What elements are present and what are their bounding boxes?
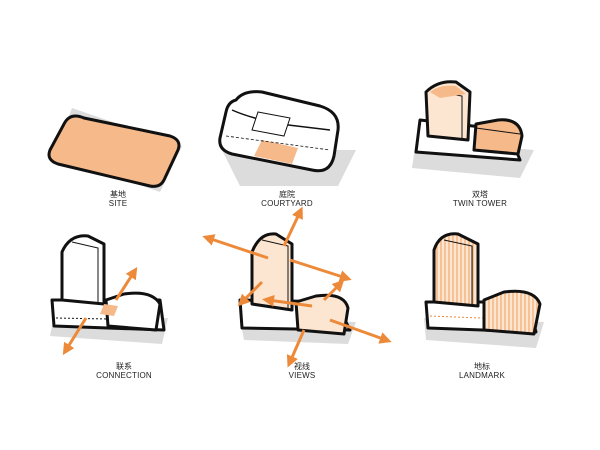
views-arrow-s [286, 329, 306, 368]
caption-views-en: VIEWS [288, 371, 316, 381]
caption-connection: 联系 CONNECTION [44, 362, 204, 380]
twin-tower-diagram [412, 80, 534, 178]
connection-link [100, 304, 118, 316]
tower-a-top [430, 85, 466, 98]
caption-site-zh: 基地 [110, 190, 126, 199]
caption-twin-tower: 双塔 TWIN TOWER [400, 190, 560, 208]
views-diagram [202, 206, 392, 368]
caption-courtyard-zh: 庭院 [279, 190, 295, 199]
caption-courtyard-en: COURTYARD [261, 199, 313, 209]
views-arrow-nw [202, 234, 269, 260]
caption-landmark-en: LANDMARK [458, 371, 506, 381]
views-arrow-sw [237, 280, 264, 307]
connection-wing [104, 291, 162, 332]
views-arrow-ne [282, 206, 303, 247]
connection-arrow-down [62, 317, 88, 356]
courtyard-diagram [218, 90, 356, 186]
views-wing [294, 293, 350, 336]
connection-arrow-up [114, 266, 138, 301]
site-plot [47, 114, 181, 188]
views-tower [250, 232, 294, 312]
tower-b [472, 118, 524, 156]
caption-views: 视线 VIEWS [222, 362, 382, 380]
caption-connection-zh: 联系 [116, 362, 132, 371]
views-arrow-se [329, 318, 392, 344]
connection-tower [60, 234, 106, 306]
caption-twin-tower-zh: 双塔 [472, 190, 488, 199]
caption-connection-en: CONNECTION [96, 371, 152, 381]
landmark-diagram [424, 232, 544, 348]
caption-courtyard: 庭院 COURTYARD [207, 190, 367, 208]
caption-landmark-zh: 地标 [474, 362, 490, 371]
caption-site-en: SITE [108, 199, 128, 209]
views-arrow-up [322, 279, 345, 302]
caption-landmark: 地标 LANDMARK [402, 362, 562, 380]
views-arrow-mid [262, 294, 313, 308]
landmark-wing [482, 289, 542, 336]
caption-twin-tower-en: TWIN TOWER [452, 199, 508, 209]
tower-a [424, 80, 472, 142]
connection-diagram [50, 234, 168, 356]
views-arrow-e [289, 258, 352, 282]
courtyard-void [251, 111, 291, 137]
site-diagram [47, 108, 182, 192]
caption-site: 基地 SITE [38, 190, 198, 208]
caption-views-zh: 视线 [294, 362, 310, 371]
landmark-tower [432, 232, 480, 308]
courtyard-floor [254, 140, 298, 164]
